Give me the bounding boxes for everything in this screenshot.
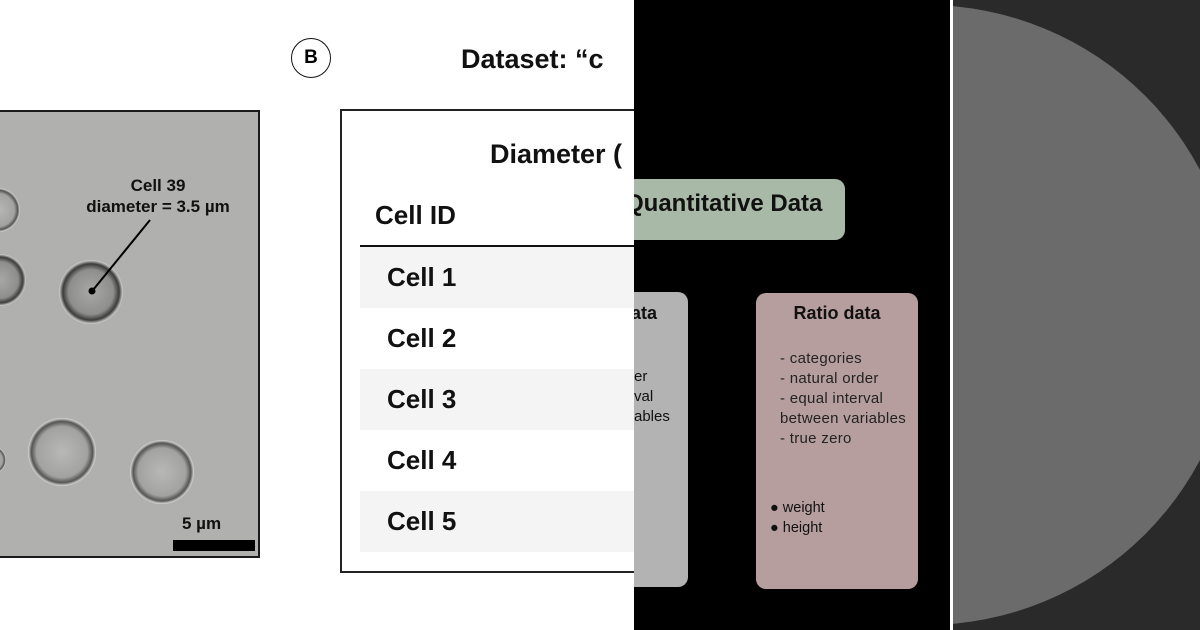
row-label: Cell 5	[387, 506, 457, 536]
quantitative-data-node: Quantitative Data	[634, 179, 845, 240]
cell	[28, 418, 96, 486]
ratio-property: - natural order	[780, 370, 879, 387]
column-title: Diameter (	[490, 139, 623, 169]
interval-title-fragment: ata	[634, 303, 658, 323]
cell	[0, 188, 20, 232]
table-row: Cell 1	[360, 247, 635, 308]
cell	[0, 254, 26, 306]
ratio-property: - categories	[780, 350, 862, 367]
interval-prop-fragment: val	[634, 388, 654, 405]
table-row: Cell 4	[360, 430, 635, 491]
scale-bar	[173, 540, 255, 551]
ratio-example: ● height	[770, 520, 823, 536]
row-label: Cell 1	[387, 262, 457, 292]
annotation-dot	[88, 287, 96, 295]
circle-panel	[950, 0, 1200, 630]
quantitative-data-label: Quantitative Data	[634, 190, 823, 217]
cell-annotation: Cell 39 diameter = 3.5 µm	[52, 175, 258, 217]
dataset-title: Dataset: “c	[461, 44, 604, 74]
cell-micrograph	[0, 188, 194, 504]
microscopy-panel: Cell 39 diameter = 3.5 µm 5 µm	[0, 0, 290, 630]
ratio-properties: - categories - natural order - equal int…	[780, 349, 906, 449]
ratio-title: Ratio data	[793, 303, 881, 323]
annotation-cell-id: Cell 39	[130, 176, 186, 195]
ratio-examples: ● weight ● height	[770, 498, 825, 538]
interval-data-node: ata er val ables	[634, 292, 688, 587]
gray-circle	[953, 5, 1200, 625]
row-label: Cell 3	[387, 384, 457, 414]
cell	[0, 448, 6, 472]
table-row: Cell 2	[360, 308, 635, 369]
scale-bar-label: 5 µm	[182, 514, 222, 533]
annotation-diameter: diameter = 3.5 µm	[86, 197, 230, 216]
ratio-property: - equal interval	[780, 390, 884, 407]
dataset-table-panel: B Dataset: “c Diameter ( Cell ID Cell 1 …	[290, 0, 635, 630]
data-table: Diameter ( Cell ID Cell 1 Cell 2 Cell 3 …	[340, 109, 635, 573]
data-types-diagram: Quantitative Data ata er val ables Ratio…	[634, 0, 950, 630]
table-row: Cell 5	[360, 491, 635, 552]
cell	[130, 440, 194, 504]
header-cell-id: Cell ID	[375, 200, 456, 230]
interval-prop-fragment: ables	[634, 408, 670, 425]
microscopy-image: Cell 39 diameter = 3.5 µm 5 µm	[0, 110, 260, 558]
panel-letter-badge: B	[291, 38, 331, 78]
row-label: Cell 2	[387, 323, 457, 353]
ratio-data-node: Ratio data - categories - natural order …	[756, 293, 918, 589]
header-rule	[360, 245, 635, 247]
ratio-property: - true zero	[780, 430, 852, 447]
ratio-property: between variables	[780, 410, 907, 427]
ratio-example: ● weight	[770, 500, 825, 516]
interval-prop-fragment: er	[634, 368, 648, 385]
row-label: Cell 4	[387, 445, 457, 475]
table-row: Cell 3	[360, 369, 635, 430]
annotation-pointer	[92, 219, 151, 291]
